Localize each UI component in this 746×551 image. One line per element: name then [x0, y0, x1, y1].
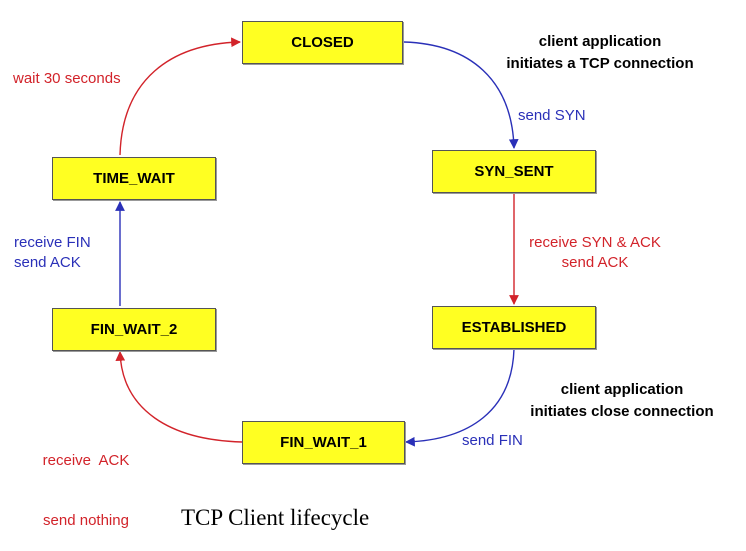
label-receive-fin-action: send ACK: [14, 254, 81, 271]
note-close-line1: client application: [560, 381, 684, 398]
label-receive-fin-event: receive FIN: [14, 234, 91, 251]
diagram-caption: TCP Client lifecycle: [181, 505, 370, 530]
label-receive-ack-action: send nothing: [43, 512, 129, 529]
transition-fin-wait-1-to-fin-wait-2: [115, 351, 243, 443]
note-open-line2: initiates a TCP connection: [506, 55, 694, 72]
transition-closed-to-syn-sent: [403, 41, 519, 149]
note-close-connection: client application initiates close conne…: [507, 379, 737, 423]
label-send-fin: send FIN: [462, 432, 523, 449]
note-close-line2: initiates close connection: [530, 403, 714, 420]
transition-established-to-fin-wait-1: [405, 348, 515, 447]
label-receive-syn-ack: receive SYN & ACK send ACK: [520, 233, 670, 273]
label-receive-syn-ack-action: send ACK: [561, 254, 629, 271]
state-syn-sent: SYN_SENT: [432, 150, 596, 193]
transition-time-wait-to-closed: [119, 37, 241, 156]
state-fin-wait-1: FIN_WAIT_1: [242, 421, 405, 464]
note-open-connection: client application initiates a TCP conne…: [480, 31, 720, 75]
label-wait-30-seconds: wait 30 seconds: [13, 70, 121, 87]
label-receive-ack-event: receive ACK: [42, 452, 130, 469]
label-receive-syn-ack-event: receive SYN & ACK: [529, 234, 661, 251]
state-time-wait: TIME_WAIT: [52, 157, 216, 200]
label-receive-ack: receive ACK send nothing: [30, 411, 142, 551]
label-receive-fin: receive FIN send ACK: [14, 233, 91, 273]
state-established: ESTABLISHED: [432, 306, 596, 349]
state-fin-wait-2: FIN_WAIT_2: [52, 308, 216, 351]
note-open-line1: client application: [538, 33, 662, 50]
state-closed: CLOSED: [242, 21, 403, 64]
label-send-syn: send SYN: [518, 107, 586, 124]
